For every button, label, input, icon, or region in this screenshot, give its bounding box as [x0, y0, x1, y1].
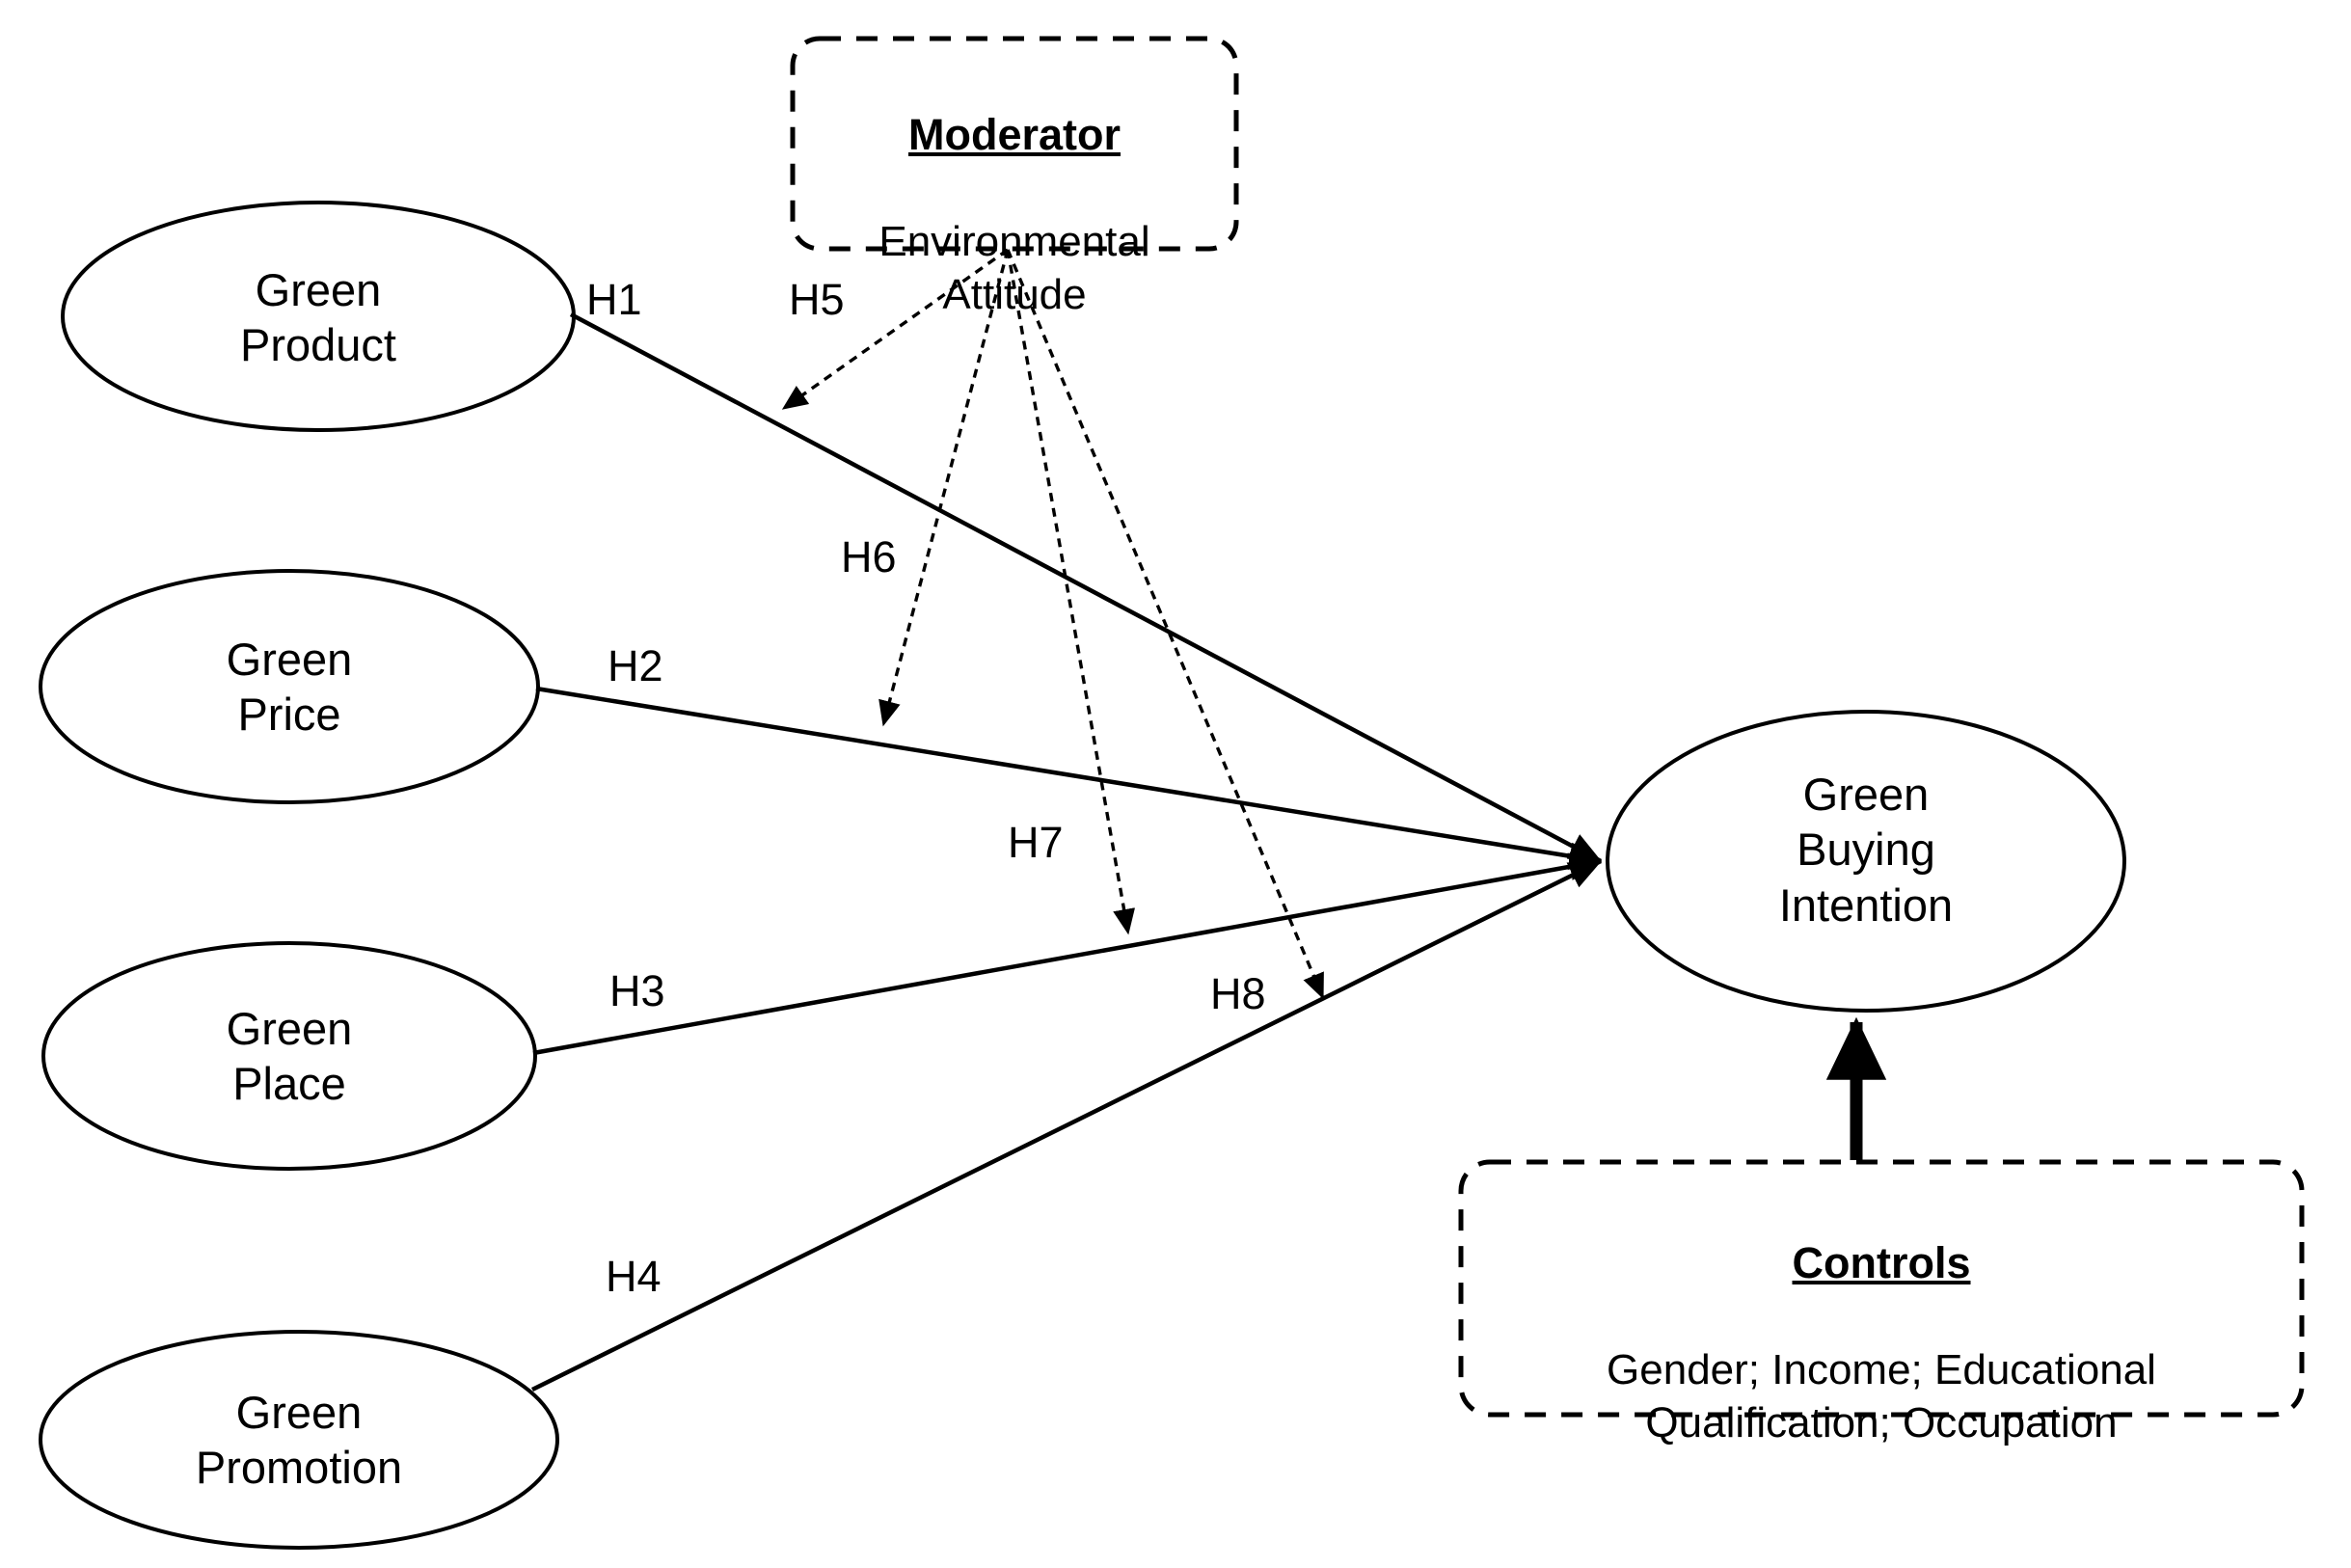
path-h4: [531, 858, 1603, 1392]
path-h2: [535, 686, 1603, 871]
node-green-price[interactable]: [39, 569, 540, 804]
node-green-buying-intention[interactable]: [1606, 710, 2126, 1013]
path-h3: [532, 852, 1603, 1056]
path-h8: [1006, 249, 1325, 1000]
moderator-box[interactable]: [790, 36, 1239, 252]
node-green-product[interactable]: [61, 201, 576, 432]
path-h6: [878, 249, 1010, 727]
path-h1: [569, 312, 1603, 863]
node-green-place[interactable]: [41, 941, 537, 1171]
controls-box[interactable]: [1458, 1159, 2305, 1418]
node-green-promotion[interactable]: [39, 1330, 559, 1550]
path-h7: [1006, 249, 1136, 935]
